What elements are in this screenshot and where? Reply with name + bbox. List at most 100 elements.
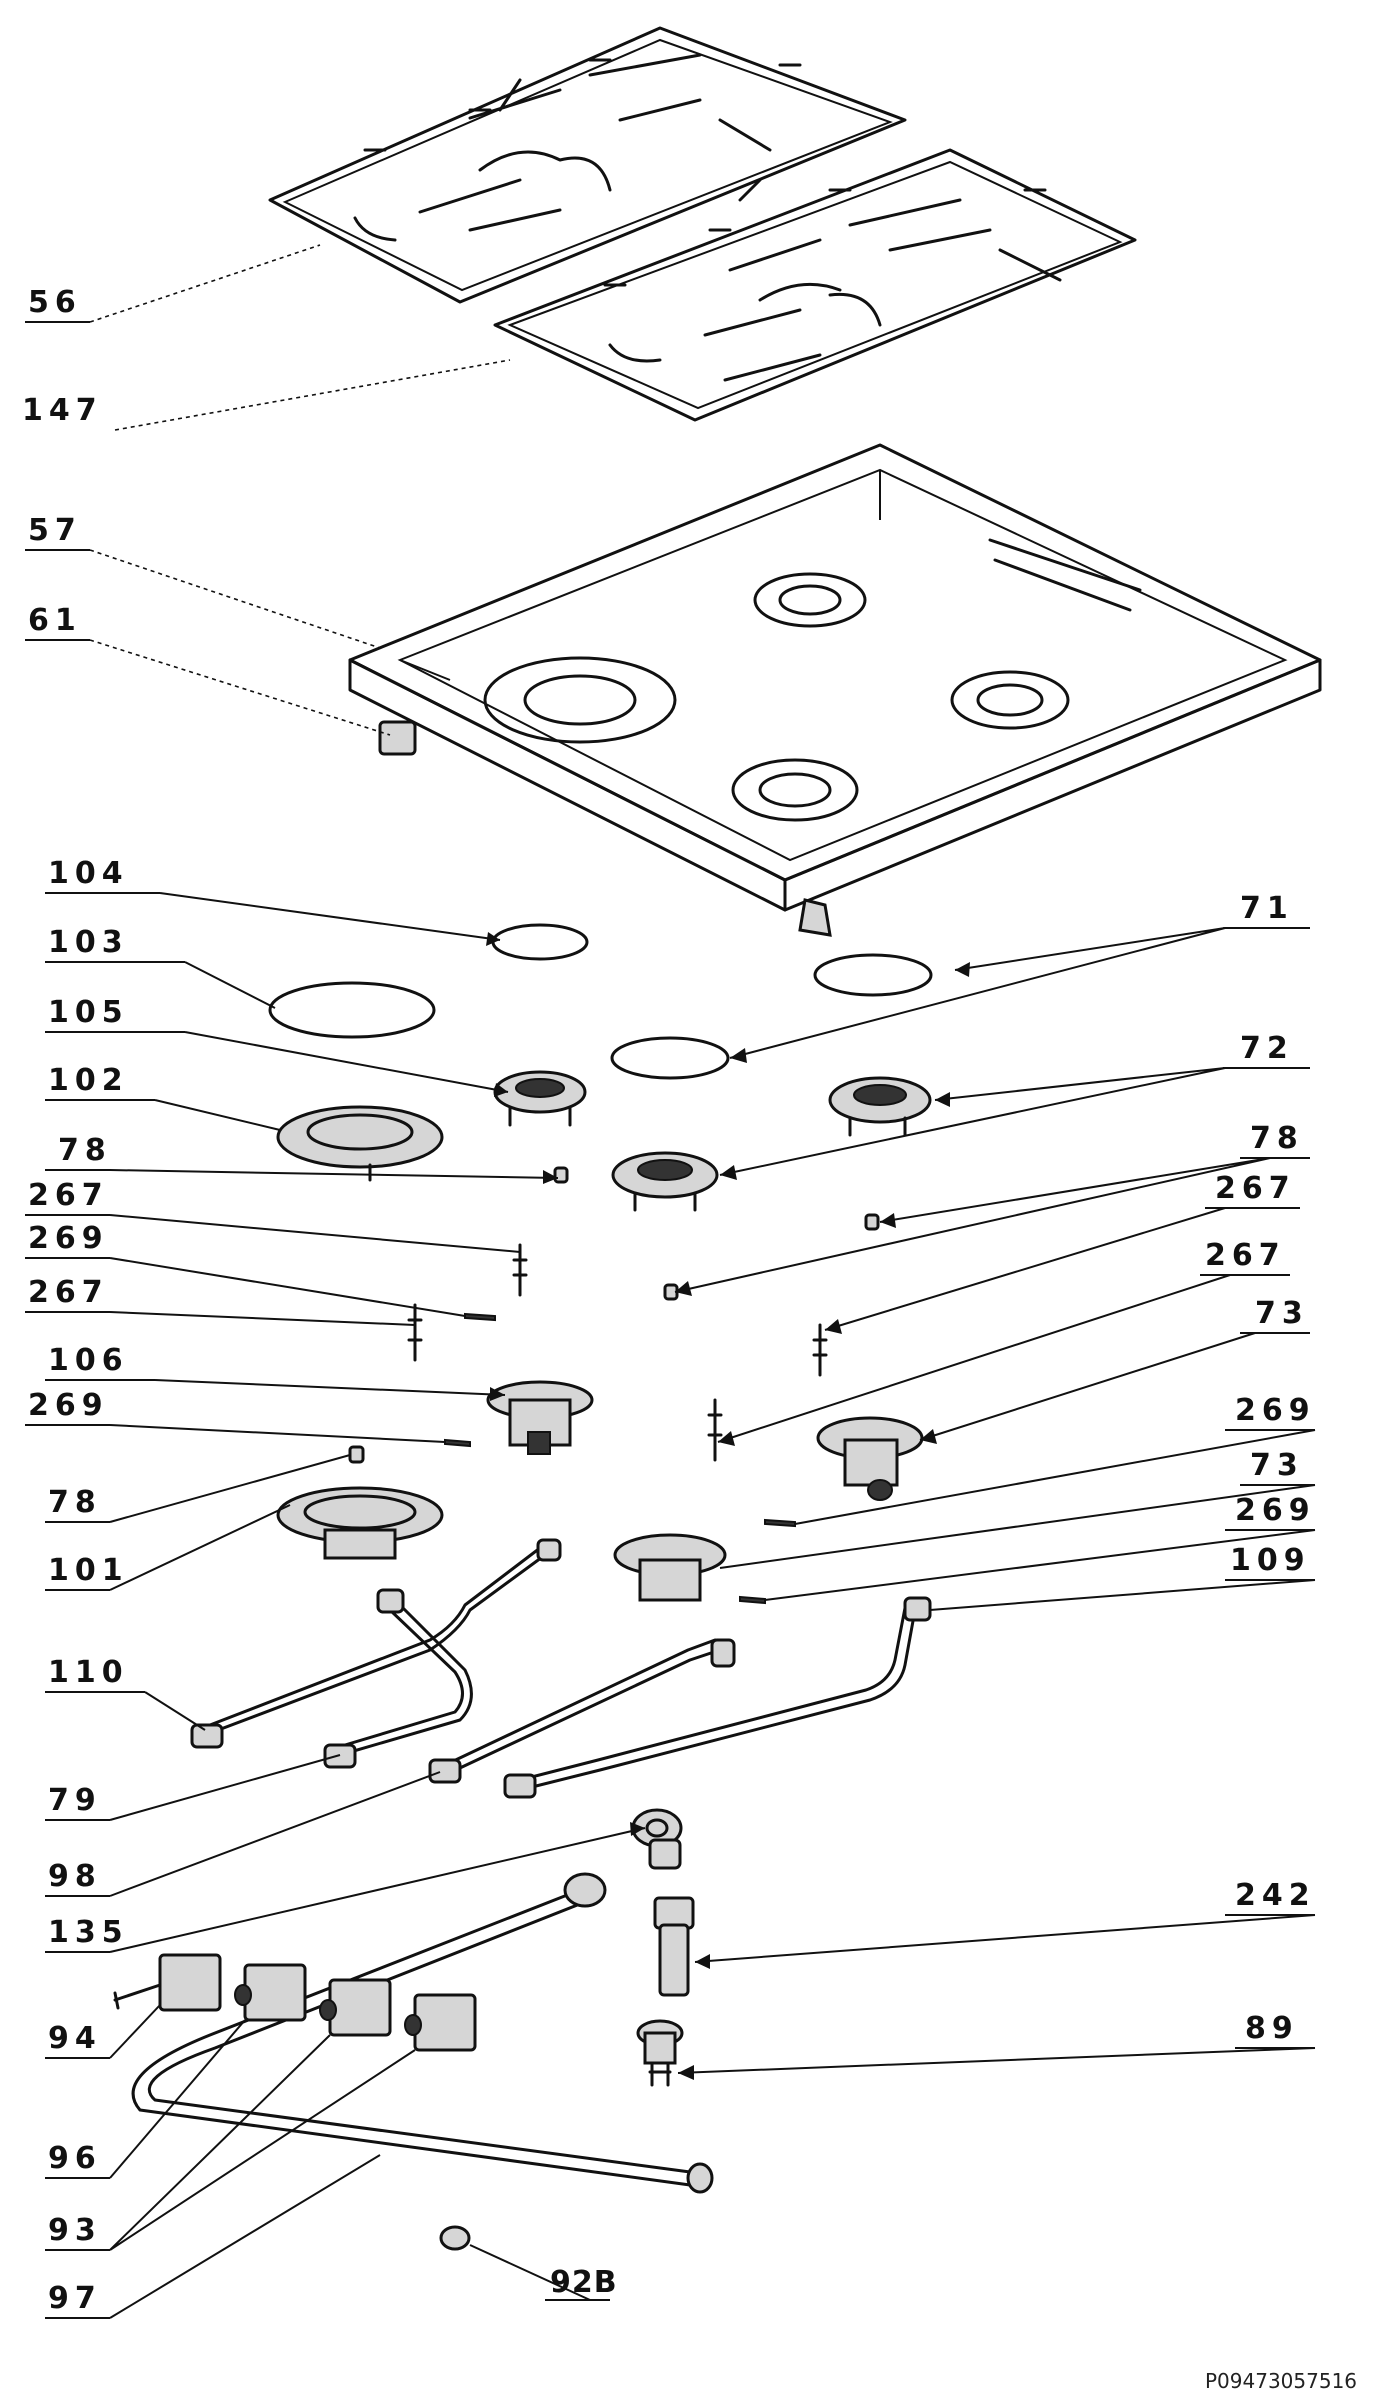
svg-text:93: 93: [48, 2213, 102, 2248]
callout-97: 97: [45, 2281, 110, 2319]
svg-text:267: 267: [1205, 1238, 1286, 1273]
gas-ramp-97[interactable]: [131, 1872, 714, 2194]
callout-72: 72: [1225, 1031, 1310, 1069]
spark-plug-269d[interactable]: [739, 1595, 766, 1605]
burner-cap-71b[interactable]: [610, 1036, 730, 1080]
thermocouple-267d[interactable]: [707, 1398, 723, 1462]
burner-crown-105[interactable]: [493, 1070, 587, 1127]
callout-71: 71: [1225, 891, 1310, 929]
callout-104: 104: [45, 856, 160, 894]
svg-text:94: 94: [48, 2021, 102, 2056]
callout-105: 105: [45, 995, 185, 1033]
callout-267-a: 267: [25, 1178, 110, 1216]
svg-text:269: 269: [1235, 1493, 1316, 1528]
callout-102: 102: [45, 1063, 155, 1101]
callout-78-c: 78: [1240, 1121, 1310, 1159]
pan-support-grid-right[interactable]: [493, 148, 1137, 422]
callout-269-b: 269: [25, 1388, 110, 1426]
svg-text:97: 97: [48, 2281, 102, 2316]
callout-73-b: 73: [1240, 1448, 1315, 1486]
svg-text:92B: 92B: [550, 2265, 618, 2300]
hob-bracket-left[interactable]: [378, 720, 417, 756]
callout-242: 242: [1225, 1878, 1315, 1916]
burner-body-73a[interactable]: [816, 1416, 924, 1501]
burner-cap-103[interactable]: [268, 981, 436, 1039]
gas-pipe-110[interactable]: [190, 1538, 562, 1749]
hob-bracket-right[interactable]: [798, 898, 832, 937]
svg-text:269: 269: [28, 1388, 109, 1423]
gas-tap-93a[interactable]: [319, 1978, 392, 2037]
svg-text:73: 73: [1250, 1448, 1304, 1483]
spark-plug-269b[interactable]: [444, 1438, 471, 1448]
callout-267-d: 267: [1200, 1238, 1290, 1276]
svg-text:269: 269: [1235, 1393, 1316, 1428]
burner-body-101[interactable]: [276, 1486, 444, 1560]
burner-cap-71a[interactable]: [813, 953, 933, 997]
callout-103: 103: [45, 925, 185, 963]
svg-text:71: 71: [1240, 891, 1294, 926]
burner-body-106[interactable]: [486, 1380, 594, 1455]
callout-109: 109: [1225, 1543, 1315, 1581]
svg-text:72: 72: [1240, 1031, 1294, 1066]
thermocouple-267c[interactable]: [812, 1323, 828, 1377]
svg-text:61: 61: [28, 603, 82, 638]
svg-text:267: 267: [28, 1178, 109, 1213]
burner-cap-104[interactable]: [491, 923, 589, 961]
callout-267-c: 267: [1205, 1171, 1300, 1209]
svg-text:79: 79: [48, 1783, 102, 1818]
svg-text:57: 57: [28, 513, 82, 548]
svg-text:110: 110: [48, 1655, 129, 1690]
hob-top-panel[interactable]: [348, 443, 1322, 912]
svg-text:96: 96: [48, 2141, 102, 2176]
svg-text:103: 103: [48, 925, 129, 960]
union-nut-89[interactable]: [636, 2019, 684, 2087]
thermocouple-267a[interactable]: [512, 1243, 528, 1297]
callout-98: 98: [45, 1859, 110, 1897]
callout-269-a: 269: [25, 1221, 110, 1259]
callout-135: 135: [45, 1915, 123, 1953]
svg-text:98: 98: [48, 1859, 102, 1894]
seal-92b[interactable]: [439, 2225, 471, 2251]
spark-plug-269a[interactable]: [464, 1312, 496, 1322]
svg-text:78: 78: [58, 1133, 112, 1168]
callout-93: 93: [45, 2213, 110, 2251]
burner-crown-72b[interactable]: [611, 1151, 719, 1212]
spark-plug-269c[interactable]: [764, 1518, 796, 1528]
svg-text:267: 267: [1215, 1171, 1296, 1206]
document-id: P09473057516: [1205, 2369, 1357, 2393]
callout-101: 101: [45, 1553, 123, 1591]
svg-text:267: 267: [28, 1275, 109, 1310]
pan-support-grid-left[interactable]: [268, 26, 907, 304]
callout-78-a: 78: [45, 1133, 112, 1171]
gas-pipe-98[interactable]: [428, 1638, 736, 1784]
callout-61: 61: [25, 603, 90, 641]
callout-56: 56: [25, 285, 90, 323]
gas-tap-94[interactable]: [113, 1953, 222, 2012]
callout-89: 89: [1235, 2011, 1315, 2049]
svg-text:102: 102: [48, 1063, 129, 1098]
gas-tap-96[interactable]: [234, 1963, 307, 2022]
thermocouple-267b[interactable]: [407, 1303, 423, 1362]
svg-text:269: 269: [28, 1221, 109, 1256]
svg-text:56: 56: [28, 285, 82, 320]
svg-text:78: 78: [48, 1485, 102, 1520]
burner-crown-72a[interactable]: [828, 1076, 932, 1137]
callout-92b: 92B: [545, 2265, 618, 2301]
gas-tap-93b[interactable]: [404, 1993, 477, 2052]
callout-96: 96: [45, 2141, 110, 2179]
leader-arrows: [486, 932, 970, 2080]
injector-78d[interactable]: [348, 1445, 365, 1464]
svg-text:105: 105: [48, 995, 129, 1030]
elbow-connector-135[interactable]: [631, 1808, 683, 1870]
injector-78a[interactable]: [553, 1166, 569, 1184]
injector-78c[interactable]: [864, 1213, 880, 1231]
svg-text:78: 78: [1250, 1121, 1304, 1156]
hose-connector-242[interactable]: [653, 1896, 695, 1997]
burner-body-73b[interactable]: [613, 1533, 727, 1602]
burner-crown-102[interactable]: [276, 1105, 444, 1182]
gas-pipe-79[interactable]: [323, 1588, 473, 1769]
svg-text:89: 89: [1245, 2011, 1299, 2046]
leader-lines: [89, 244, 1316, 2319]
gas-pipe-109[interactable]: [503, 1596, 932, 1799]
